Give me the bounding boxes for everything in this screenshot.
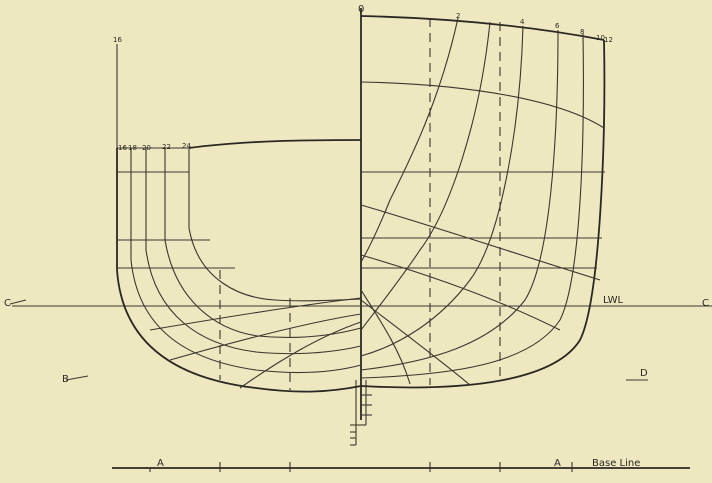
section-label: 6 — [555, 22, 560, 30]
diagonal-mark-right: D — [640, 368, 648, 379]
baseline-label: Base Line — [592, 458, 640, 469]
waterline-mark-left: C — [4, 298, 11, 309]
diagonal-mark-left: B — [62, 374, 69, 385]
section-labels-left: 16 16 18 20 22 24 — [113, 36, 191, 152]
sheer-post-label: 16 — [113, 36, 122, 44]
section-label: 10 — [596, 34, 605, 42]
section-labels-right: 0 2 4 6 8 10 12 — [358, 4, 613, 44]
section-label: 24 — [182, 142, 191, 150]
baseline-mark-left: A — [157, 458, 164, 469]
base-line — [112, 462, 690, 472]
fwd-sections — [360, 15, 606, 389]
center-line-and-keel — [350, 8, 372, 446]
section-label: 8 — [580, 28, 584, 36]
section-label: 16 — [118, 144, 127, 152]
lwl-label: LWL — [603, 295, 624, 306]
aft-sections — [116, 44, 362, 393]
waterline-mark-right: C — [702, 298, 709, 309]
section-label: 4 — [520, 18, 525, 26]
baseline-mark-right: A — [554, 458, 561, 469]
section-label: 22 — [162, 143, 171, 151]
section-label: 12 — [604, 36, 613, 44]
section-label: 0 — [358, 4, 364, 15]
section-label: 20 — [142, 144, 151, 152]
section-label: 2 — [456, 12, 460, 20]
reference-marks: C C LWL B D A A Base Line — [4, 295, 709, 469]
section-label: 18 — [128, 144, 137, 152]
